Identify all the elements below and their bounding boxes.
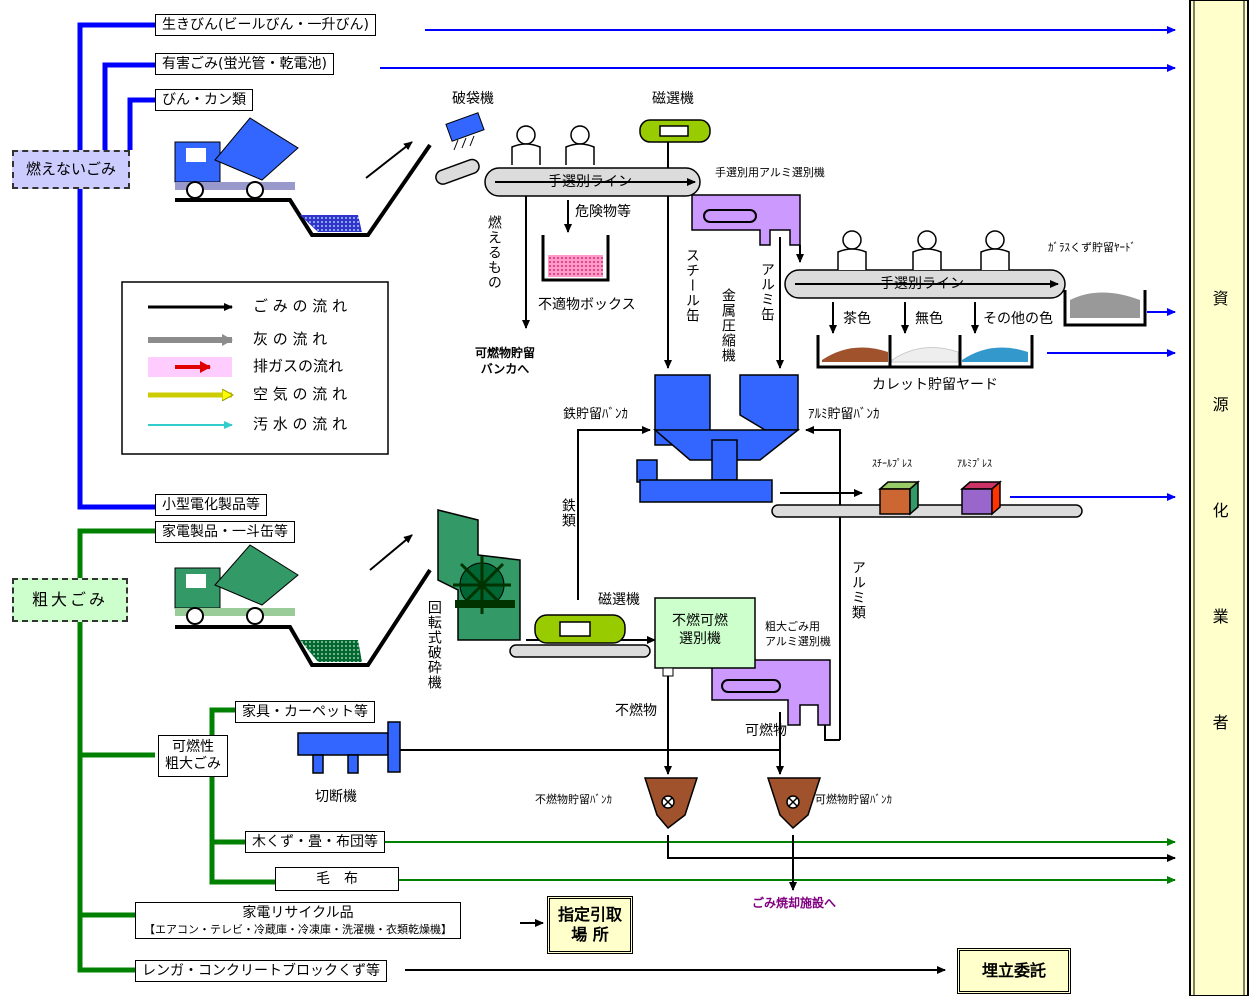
stream-wood-tatami: 木くず・畳・布団等 bbox=[245, 831, 385, 853]
incomb-bunker-label: 不燃物貯留ﾊﾞﾝｶ bbox=[535, 793, 612, 806]
truck-non-burnable bbox=[174, 117, 432, 237]
designated-site-box: 指定引取 場 所 bbox=[547, 896, 634, 954]
hand-line2-label: 手選別ライン bbox=[880, 276, 964, 292]
stream-appliances-cans: 家電製品・一斗缶等 bbox=[155, 521, 295, 543]
category-bulky: 粗大ごみ bbox=[12, 578, 129, 622]
cullet-yard-label: カレット貯留ヤード bbox=[872, 377, 998, 393]
metal-compressor-label: 金属圧縮機 bbox=[719, 288, 736, 363]
unsuitable-box-label: 不適物ボックス bbox=[538, 297, 636, 313]
stream-bottles-cans: びん・カン類 bbox=[155, 89, 253, 111]
to-burnable-bunker-label: 可燃物貯留 バンカへ bbox=[475, 346, 536, 376]
legend-wastewater-flow: 汚 水 の 流 れ bbox=[253, 415, 348, 433]
comb-bunker-label: 可燃物貯留ﾊﾞﾝｶ bbox=[815, 793, 892, 806]
rotary-crusher-graphic bbox=[437, 509, 521, 641]
alu-press-label: ｱﾙﾐﾌﾟﾚｽ bbox=[957, 459, 992, 470]
dealer-column bbox=[1189, 0, 1249, 996]
unsuitable-box-graphic bbox=[541, 235, 610, 282]
glass-yard-label: ｶﾞﾗｽくず貯留ﾔｰﾄﾞ bbox=[1048, 241, 1136, 254]
alu-class-label: アルミ類 bbox=[849, 560, 866, 620]
resource-dealer-label: 資源化業者 bbox=[1209, 290, 1229, 820]
legend-exhaust-flow: 排ガスの流れ bbox=[253, 357, 344, 375]
alu-cans-label: アルミ缶 bbox=[758, 262, 775, 322]
steel-press-label: ｽﾁｰﾙﾌﾟﾚｽ bbox=[872, 459, 912, 470]
hazardous-items-label: 危険物等 bbox=[575, 204, 631, 220]
recycle-appliances-title: 家電リサイクル品 bbox=[242, 905, 354, 921]
iron-label: 鉄類 bbox=[559, 498, 576, 528]
legend-air-flow: 空 気 の 流 れ bbox=[253, 385, 348, 403]
workers bbox=[511, 125, 1010, 270]
to-incineration-label: ごみ焼却施設へ bbox=[752, 896, 837, 910]
rotary-crusher-label: 回転式破砕機 bbox=[425, 600, 442, 690]
magnet1-label: 磁選機 bbox=[652, 91, 694, 107]
sorter-box bbox=[654, 597, 756, 669]
truck-bulky bbox=[174, 544, 432, 667]
stream-reusable-bottles: 生きびん(ビールびん・一升びん) bbox=[155, 14, 376, 36]
combustibles-label: 可燃物 bbox=[745, 723, 787, 739]
stream-hazardous: 有害ごみ(蛍光管・乾電池) bbox=[155, 53, 334, 75]
other-colors-label: その他の色 bbox=[983, 311, 1053, 327]
cutter-label: 切断機 bbox=[315, 789, 357, 805]
bulky-alu-sorter-label: 粗大ごみ用 アルミ選別機 bbox=[765, 620, 831, 648]
hand-line1-label: 手選別ライン bbox=[548, 174, 632, 190]
metal-compressor-graphic bbox=[636, 374, 801, 503]
stream-recycle-appliances: 家電リサイクル品 【エアコン・テレビ・冷蔵庫・冷凍庫・洗濯機・衣類乾燥機】 bbox=[135, 902, 461, 939]
stream-small-appliances: 小型電化製品等 bbox=[155, 494, 267, 516]
category-non-burnable: 燃えないごみ bbox=[12, 150, 131, 189]
bag-breaker-label: 破袋機 bbox=[452, 91, 494, 107]
burnables-label: 燃えるもの bbox=[485, 215, 502, 290]
stream-bricks: レンガ・コンクリートブロックくず等 bbox=[135, 960, 387, 982]
alu-bunker-label: ｱﾙﾐ貯留ﾊﾞﾝｶ bbox=[808, 407, 880, 422]
bag-breaker bbox=[445, 112, 485, 151]
recycle-appliances-detail: 【エアコン・テレビ・冷蔵庫・冷凍庫・洗濯機・衣類乾燥機】 bbox=[144, 923, 452, 936]
alu-sorter-hand-label: 手選別用アルミ選別機 bbox=[715, 166, 825, 179]
steel-cans-label: スチール缶 bbox=[683, 248, 700, 323]
legend-waste-flow: ご み の 流 れ bbox=[253, 297, 348, 315]
stream-furniture: 家具・カーペット等 bbox=[235, 701, 375, 723]
magnet2-label: 磁選機 bbox=[598, 592, 640, 608]
sorter-label: 不燃可燃 選別機 bbox=[672, 613, 728, 648]
clear-label: 無色 bbox=[915, 311, 943, 327]
landfill-box: 埋立委託 bbox=[957, 948, 1072, 994]
stream-burnable-bulky: 可燃性 粗大ごみ bbox=[158, 735, 228, 777]
iron-bunker-label: 鉄貯留ﾊﾞﾝｶ bbox=[563, 407, 629, 422]
stream-blankets: 毛 布 bbox=[275, 867, 399, 891]
legend-ash-flow: 灰 の 流 れ bbox=[253, 330, 328, 348]
brown-label: 茶色 bbox=[843, 311, 871, 327]
incombustibles-label: 不燃物 bbox=[615, 703, 657, 719]
cutter-graphic bbox=[297, 721, 401, 774]
